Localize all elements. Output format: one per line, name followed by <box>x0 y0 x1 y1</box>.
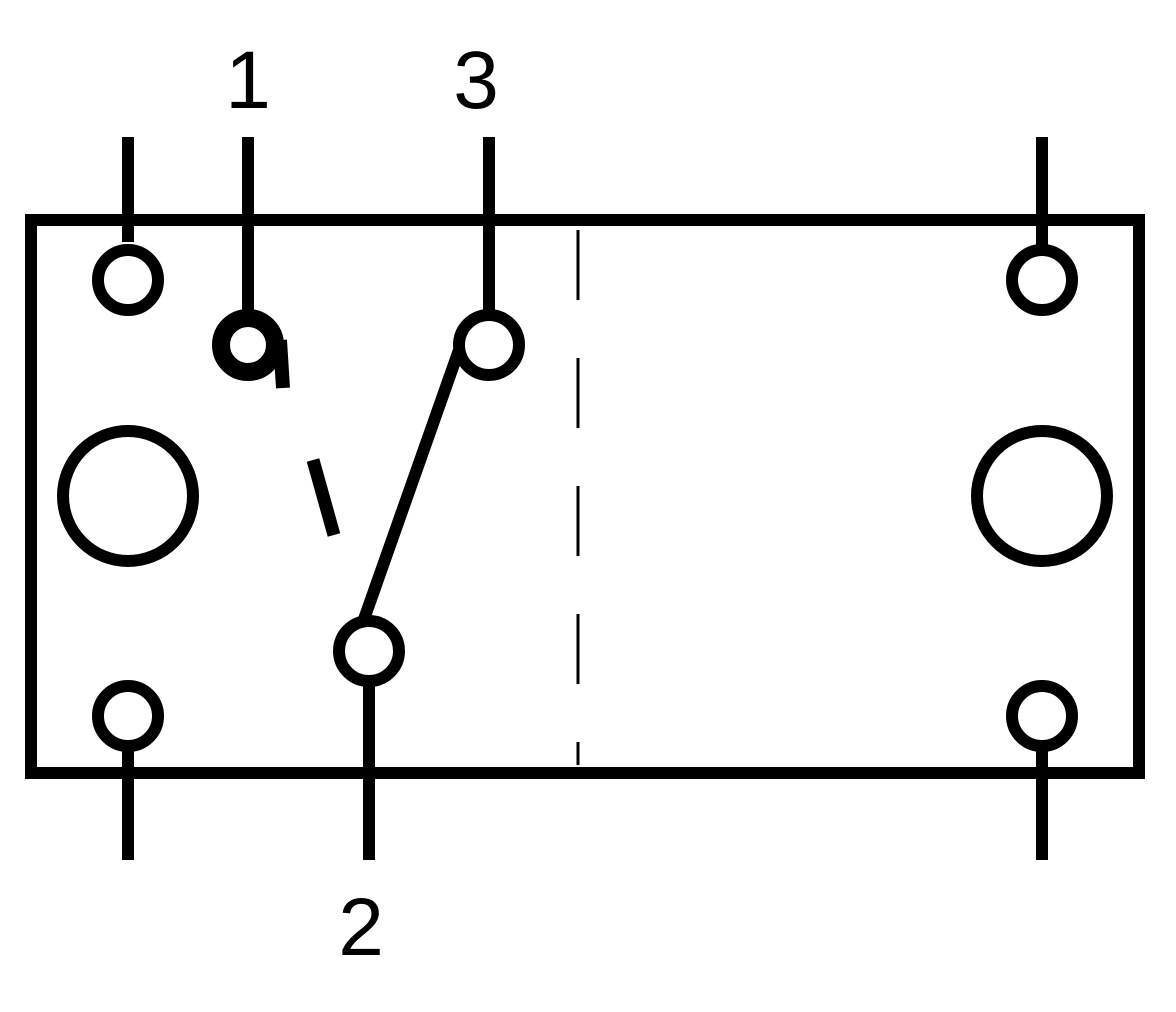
diagram-strokes <box>25 137 1145 860</box>
terminal-3-contact <box>453 309 525 381</box>
relay-housing <box>25 214 1145 779</box>
pin-bottom-left <box>92 680 164 752</box>
terminal-2-label: 2 <box>338 882 384 973</box>
terminal-2-contact <box>333 615 405 687</box>
pin-top-left <box>92 244 164 316</box>
pin-top-right <box>1006 244 1078 316</box>
mounting-hole-left <box>57 425 199 567</box>
actuator-mark <box>306 458 341 537</box>
terminal-1-tail <box>273 339 290 389</box>
mounting-hole-right <box>971 425 1113 567</box>
terminal-1-label: 1 <box>225 35 271 126</box>
terminal-1-contact <box>212 309 284 381</box>
switch-arm <box>357 348 465 624</box>
terminal-3-label: 3 <box>453 35 499 126</box>
pin-bottom-right <box>1006 680 1078 752</box>
